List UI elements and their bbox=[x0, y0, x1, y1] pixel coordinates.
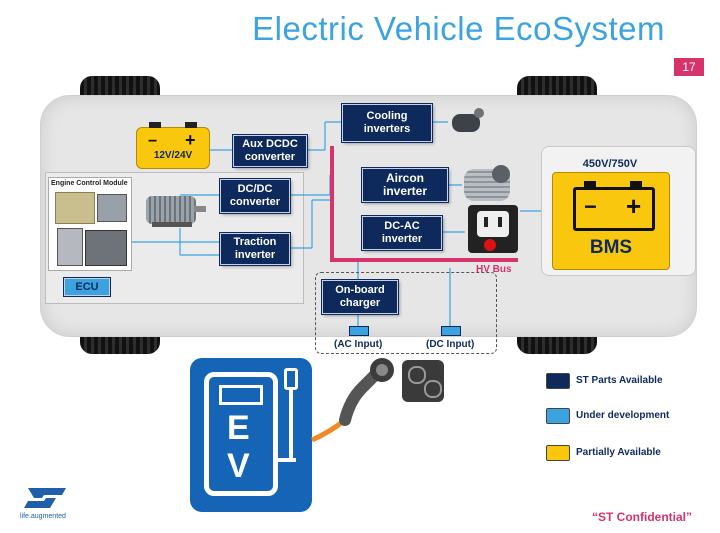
bms-voltage-label: 450V/750V bbox=[582, 158, 638, 170]
battery-icon: − + bbox=[573, 181, 655, 231]
legend-swatch-st-available bbox=[546, 373, 570, 389]
dc-input-label: (DC Input) bbox=[426, 339, 475, 350]
page-title: Electric Vehicle EcoSystem bbox=[252, 10, 665, 47]
charging-socket-icon bbox=[402, 360, 444, 402]
bms-label: BMS bbox=[589, 237, 633, 258]
st-logo bbox=[22, 486, 72, 510]
legend-swatch-partially-available bbox=[546, 445, 570, 461]
cooling-pump-icon bbox=[448, 106, 488, 136]
ac-outlet-icon bbox=[468, 205, 518, 253]
plug-icon bbox=[284, 368, 298, 390]
onboard-charger-box: On-board charger bbox=[322, 280, 398, 314]
fuel-pump-icon: E V bbox=[204, 372, 278, 496]
legend-label-st-available: ST Parts Available bbox=[576, 375, 663, 386]
ev-charging-sign: E V bbox=[190, 358, 312, 512]
ac-input-port bbox=[349, 326, 369, 336]
cooling-inverters-box: Cooling inverters bbox=[342, 104, 432, 142]
charging-input-area bbox=[315, 272, 497, 354]
battery-terminal-pos bbox=[185, 122, 197, 128]
minus-icon: − bbox=[148, 133, 158, 150]
engine-module-caption: Engine Control Module bbox=[51, 180, 128, 187]
dcac-inverter-box: DC-AC inverter bbox=[362, 216, 442, 250]
ecu-box: ECU bbox=[64, 278, 110, 296]
pump-screen-icon bbox=[219, 385, 263, 405]
bms-battery: − + BMS bbox=[552, 172, 670, 270]
legend-swatch-under-development bbox=[546, 408, 570, 424]
plus-icon: + bbox=[626, 191, 642, 221]
dc-input-port bbox=[441, 326, 461, 336]
legend-label-under-development: Under development bbox=[576, 410, 670, 421]
module-unit-icon bbox=[85, 230, 127, 266]
confidential-label: “ST Confidential” bbox=[592, 510, 692, 524]
module-unit-icon bbox=[57, 228, 83, 266]
aircon-compressor-icon bbox=[462, 163, 514, 205]
module-unit-icon bbox=[55, 192, 95, 224]
legend-label-partially-available: Partially Available bbox=[576, 447, 661, 458]
plug-cable-icon bbox=[289, 390, 293, 460]
ev-letter-v: V bbox=[227, 447, 250, 485]
ac-input-label: (AC Input) bbox=[334, 339, 383, 350]
hv-bus-vertical bbox=[330, 146, 334, 262]
electric-motor-icon bbox=[142, 190, 206, 230]
page-number: 17 bbox=[674, 58, 704, 76]
battery-terminal-neg bbox=[149, 122, 161, 128]
battery-12v: − + 12V/24V bbox=[136, 122, 210, 169]
module-unit-icon bbox=[97, 194, 127, 222]
engine-control-module-image: Engine Control Module bbox=[48, 177, 132, 271]
hv-bus-horizontal bbox=[330, 258, 518, 262]
aux-dcdc-converter-box: Aux DCDC converter bbox=[233, 135, 307, 167]
dcdc-converter-box: DC/DC converter bbox=[220, 179, 290, 213]
aircon-inverter-box: Aircon inverter bbox=[362, 168, 448, 202]
st-tagline: life.augmented bbox=[20, 513, 66, 520]
minus-icon: − bbox=[584, 194, 597, 219]
hv-bus-label: HV Bus bbox=[476, 264, 512, 275]
battery-12v-label: 12V/24V bbox=[153, 150, 193, 161]
ev-letter-e: E bbox=[227, 409, 250, 447]
plus-icon: + bbox=[185, 130, 196, 150]
traction-inverter-box: Traction inverter bbox=[220, 233, 290, 265]
